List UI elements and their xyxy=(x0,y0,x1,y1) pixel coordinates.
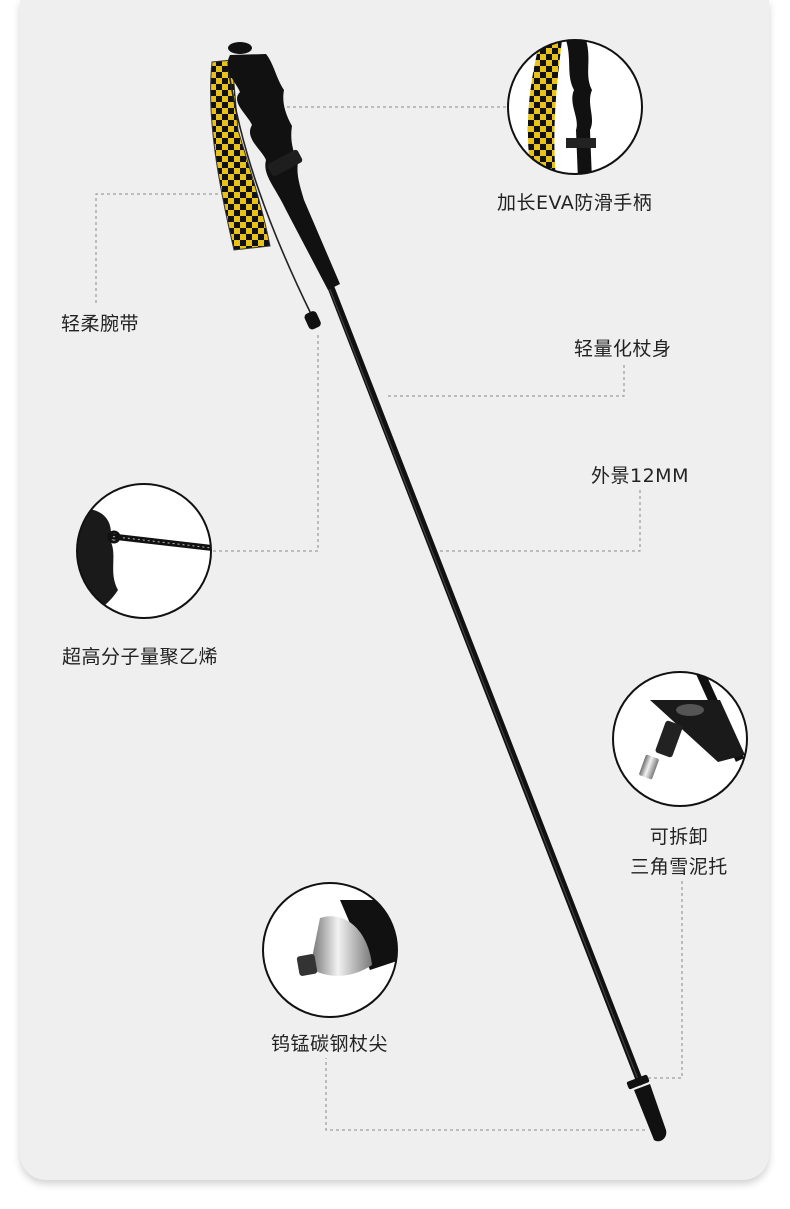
leader-lines xyxy=(95,106,683,1131)
label-grip: 加长EVA防滑手柄 xyxy=(497,192,653,214)
label-basket-line1: 可拆卸 xyxy=(649,826,709,848)
grip-handle xyxy=(227,42,340,290)
pole-shaft xyxy=(326,281,667,1142)
detail-basket xyxy=(612,671,748,807)
label-strap: 轻柔腕带 xyxy=(61,313,140,335)
detail-cord xyxy=(76,483,212,619)
label-tip: 钨锰碳钢杖尖 xyxy=(271,1033,389,1055)
label-shaft: 轻量化杖身 xyxy=(574,338,672,360)
label-cord: 超高分子量聚乙烯 xyxy=(62,646,219,668)
label-diameter: 外景12MM xyxy=(591,465,689,487)
detail-tip xyxy=(262,882,398,1018)
cord xyxy=(227,65,321,330)
detail-grip xyxy=(507,39,643,175)
label-basket-line2: 三角雪泥托 xyxy=(630,856,728,878)
